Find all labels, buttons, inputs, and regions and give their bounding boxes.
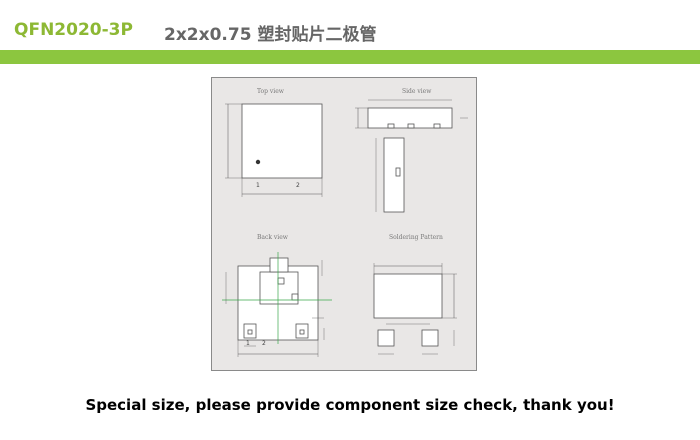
header: QFN2020-3P 2x2x0.75 塑封贴片二极管 [0, 0, 700, 50]
side-view-label: Side view [402, 88, 432, 95]
top-view-pin-2: 2 [296, 182, 300, 189]
back-view-pin-1: 1 [246, 340, 250, 347]
package-description: 2x2x0.75 塑封贴片二极管 [164, 25, 377, 45]
solder-pad-right [421, 329, 439, 347]
package-dimension-drawing [222, 99, 468, 357]
package-drawing: Top view Side view Back view Soldering P… [211, 77, 477, 371]
size-check-notice: Special size, please provide component s… [85, 396, 615, 414]
pin1-marker [255, 159, 261, 165]
header-accent-bar [0, 50, 700, 64]
side-view-drawing [355, 99, 468, 213]
solder-pad-left [377, 329, 395, 347]
back-view-label: Back view [257, 234, 288, 241]
back-view-drawing [222, 252, 332, 357]
back-view-pad-2 [295, 323, 309, 339]
top-view-pin-1: 1 [256, 182, 260, 189]
top-view-body [241, 103, 323, 179]
soldering-pattern-label: Soldering Pattern [389, 234, 443, 241]
part-number-title: QFN2020-3P [14, 20, 133, 40]
back-view-pin-2: 2 [262, 340, 266, 347]
back-view-pad-1 [243, 323, 257, 339]
top-view-label: Top view [257, 88, 284, 95]
solder-pad-large [373, 273, 443, 319]
soldering-pattern-drawing [373, 263, 457, 355]
top-view-drawing [225, 103, 323, 197]
side-end-view-body [383, 137, 405, 213]
back-view-center-pad [259, 271, 299, 305]
